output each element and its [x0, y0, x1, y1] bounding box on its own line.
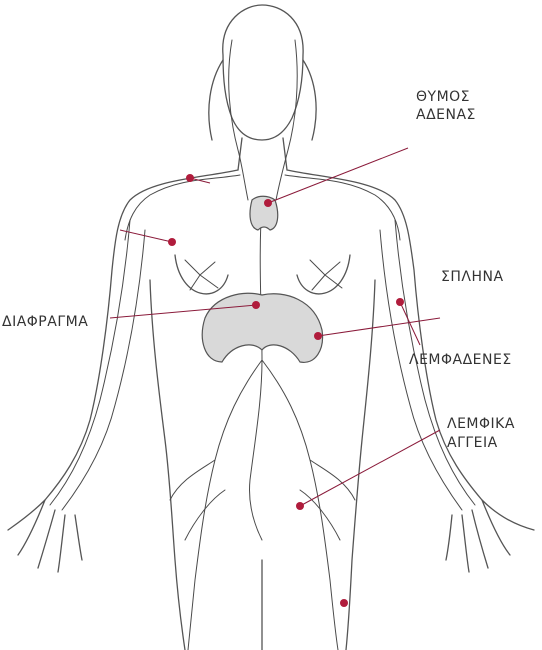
organs — [202, 196, 322, 362]
neck-outline — [238, 138, 287, 170]
hair-outline — [209, 60, 316, 140]
leader-lymph-vessels — [300, 430, 440, 506]
label-thymus-line2: ΑΔΕΝΑΣ — [416, 106, 476, 124]
node-marker-arm — [396, 298, 404, 306]
leader-spleen — [318, 318, 440, 336]
axillary-branches-left — [185, 260, 218, 290]
head-outline — [223, 5, 303, 140]
node-marker-groin — [296, 502, 304, 510]
label-lymph-vessels-line1: ΛΕΜΦΙΚΑ — [447, 415, 515, 433]
label-lymph-nodes: ΛΕΜΦΑΔΕΝΕΣ — [409, 351, 512, 369]
node-markers — [168, 174, 404, 607]
node-marker-shoulder — [186, 174, 194, 182]
left-hand-outline — [8, 500, 82, 572]
label-diaphragm: ΔΙΑΦΡΑΓΜΑ — [2, 313, 88, 331]
node-marker-thymus — [264, 199, 272, 207]
node-marker-spleen — [314, 332, 322, 340]
label-thymus-line1: ΘΥΜΟΣ — [416, 88, 470, 106]
node-marker-diaphragm — [252, 301, 260, 309]
thoracic-duct — [250, 200, 263, 540]
pelvic-vessel-left — [170, 460, 225, 540]
node-marker-leg — [340, 599, 348, 607]
label-lymph-vessels-line2: ΑΓΓΕΙΑ — [447, 434, 498, 452]
right-hand-outline — [446, 500, 534, 572]
shoulder-vessel-right — [285, 175, 400, 240]
left-side-outline — [150, 280, 185, 650]
left-breast-outline — [175, 255, 228, 294]
node-marker-axilla — [168, 238, 176, 246]
shoulder-vessel-left — [125, 175, 240, 240]
right-side-outline — [346, 280, 375, 650]
pelvic-vessel-right — [300, 460, 355, 540]
label-spleen: ΣΠΛΗΝΑ — [441, 268, 504, 286]
arm-vessel-left-1 — [50, 220, 130, 505]
